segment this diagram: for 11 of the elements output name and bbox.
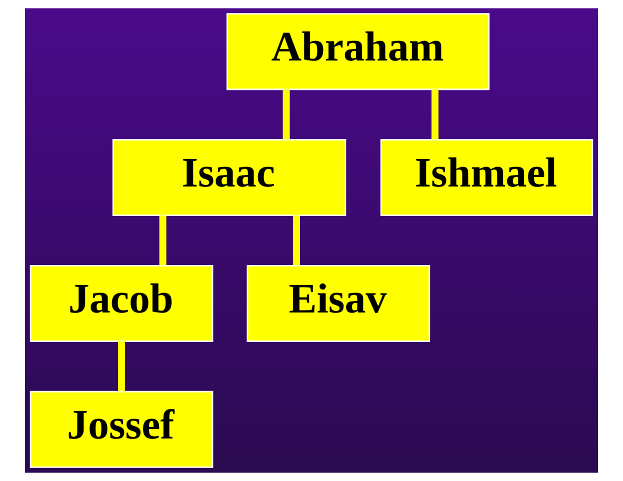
connector: [159, 215, 166, 266]
connector: [292, 215, 300, 266]
node-box: Isaac: [112, 139, 346, 216]
node-box: Eisav: [246, 264, 430, 342]
node-box: Jacob: [30, 264, 214, 342]
connector: [431, 89, 438, 140]
node-box: Jossef: [30, 390, 214, 468]
node-box: Ishmael: [380, 139, 594, 216]
connector: [282, 89, 290, 140]
node-box: Abraham: [226, 13, 490, 90]
connector: [118, 341, 126, 392]
